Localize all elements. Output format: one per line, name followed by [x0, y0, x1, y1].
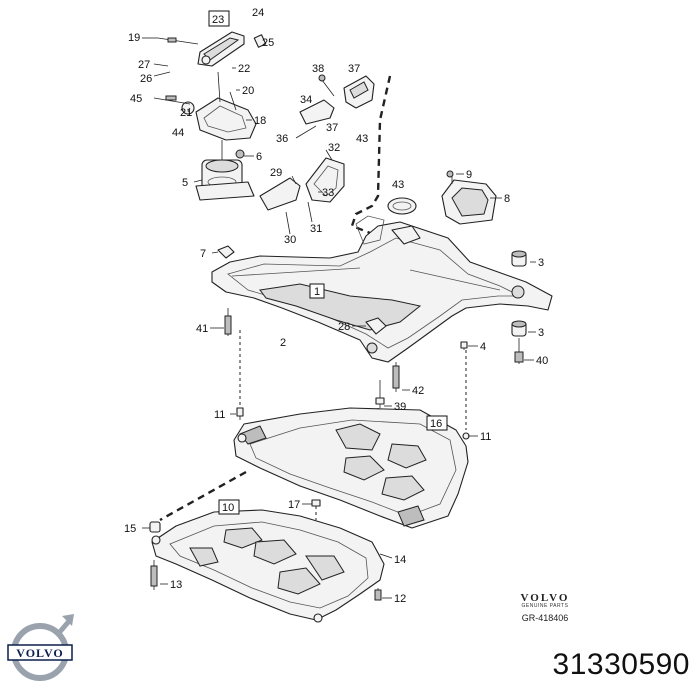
callout-17: 17: [288, 499, 300, 511]
callout-8: 8: [504, 193, 510, 205]
callout-27: 27: [138, 59, 150, 71]
torque-rod-bracket: [295, 74, 375, 139]
part-number: 31330590: [552, 648, 690, 681]
callout-28: 28: [338, 321, 350, 333]
callout-4: 4: [480, 341, 486, 353]
callout-45: 45: [130, 93, 142, 105]
callout-3a: 3: [538, 257, 544, 269]
callout-labels: 23 24 25 19 27 26 22 45 21 20 18 44 6 5 …: [124, 7, 548, 605]
brand-tagline: GENUINE PARTS: [521, 603, 569, 609]
callout-31: 31: [310, 223, 322, 235]
callout-9: 9: [466, 169, 472, 181]
callout-13: 13: [170, 579, 182, 591]
brand-wordmark: VOLVO: [520, 592, 570, 604]
figure-reference: GR-418406: [521, 613, 569, 623]
splash-shield-upper: [233, 407, 470, 529]
callout-30: 30: [284, 234, 296, 246]
brand-block: VOLVO GENUINE PARTS GR-418406: [490, 592, 600, 623]
torque-rod: [259, 157, 345, 235]
callout-15: 15: [124, 523, 136, 535]
callout-7: 7: [200, 248, 206, 260]
callout-26: 26: [140, 73, 152, 85]
callout-43b: 43: [392, 179, 404, 191]
callout-6: 6: [256, 151, 262, 163]
callout-39: 39: [394, 401, 406, 413]
subframe-bushings: [511, 250, 527, 364]
callout-21: 21: [180, 107, 192, 119]
callout-37a: 37: [348, 63, 360, 75]
callout-34: 34: [300, 94, 312, 106]
subframe: [211, 215, 553, 363]
shield-link-outline: [159, 470, 247, 522]
callout-41: 41: [196, 323, 208, 335]
callout-23: 23: [212, 14, 224, 26]
callout-10: 10: [222, 502, 234, 514]
callout-20: 20: [242, 85, 254, 97]
callout-16: 16: [430, 418, 442, 430]
callout-19: 19: [128, 32, 140, 44]
bracket-28: [365, 317, 387, 335]
mount-bracket: [153, 71, 257, 141]
callout-37b: 37: [326, 122, 338, 134]
leader-lines: [142, 37, 536, 599]
callout-44: 44: [172, 127, 184, 139]
fasteners: [224, 308, 468, 408]
callout-32: 32: [328, 142, 340, 154]
callout-42: 42: [412, 385, 424, 397]
rear-mount: [441, 170, 497, 225]
callout-11b: 11: [480, 431, 491, 443]
callout-14: 14: [394, 554, 406, 566]
callout-36: 36: [276, 133, 288, 145]
callout-18: 18: [254, 115, 266, 127]
callout-1: 1: [314, 286, 320, 298]
callout-29: 29: [270, 167, 282, 179]
callout-5: 5: [182, 177, 188, 189]
volvo-logo-icon: VOLVO: [7, 614, 74, 681]
splash-shield-lower: [149, 499, 385, 623]
callout-11a: 11: [214, 409, 225, 421]
engine-mount-upper: [157, 31, 267, 67]
callout-22: 22: [238, 63, 250, 75]
callout-3b: 3: [538, 327, 544, 339]
callout-12: 12: [394, 593, 406, 605]
callout-40: 40: [536, 355, 548, 367]
callout-43a: 43: [356, 133, 368, 145]
callout-25: 25: [262, 37, 274, 49]
callout-2: 2: [280, 337, 286, 349]
callout-33: 33: [322, 187, 334, 199]
logo-wordmark: VOLVO: [16, 646, 63, 660]
callout-38: 38: [312, 63, 324, 75]
engine-mount: [195, 140, 255, 201]
bolt-7: [217, 245, 235, 259]
seal-ring: [387, 197, 417, 215]
callout-24: 24: [252, 7, 264, 19]
